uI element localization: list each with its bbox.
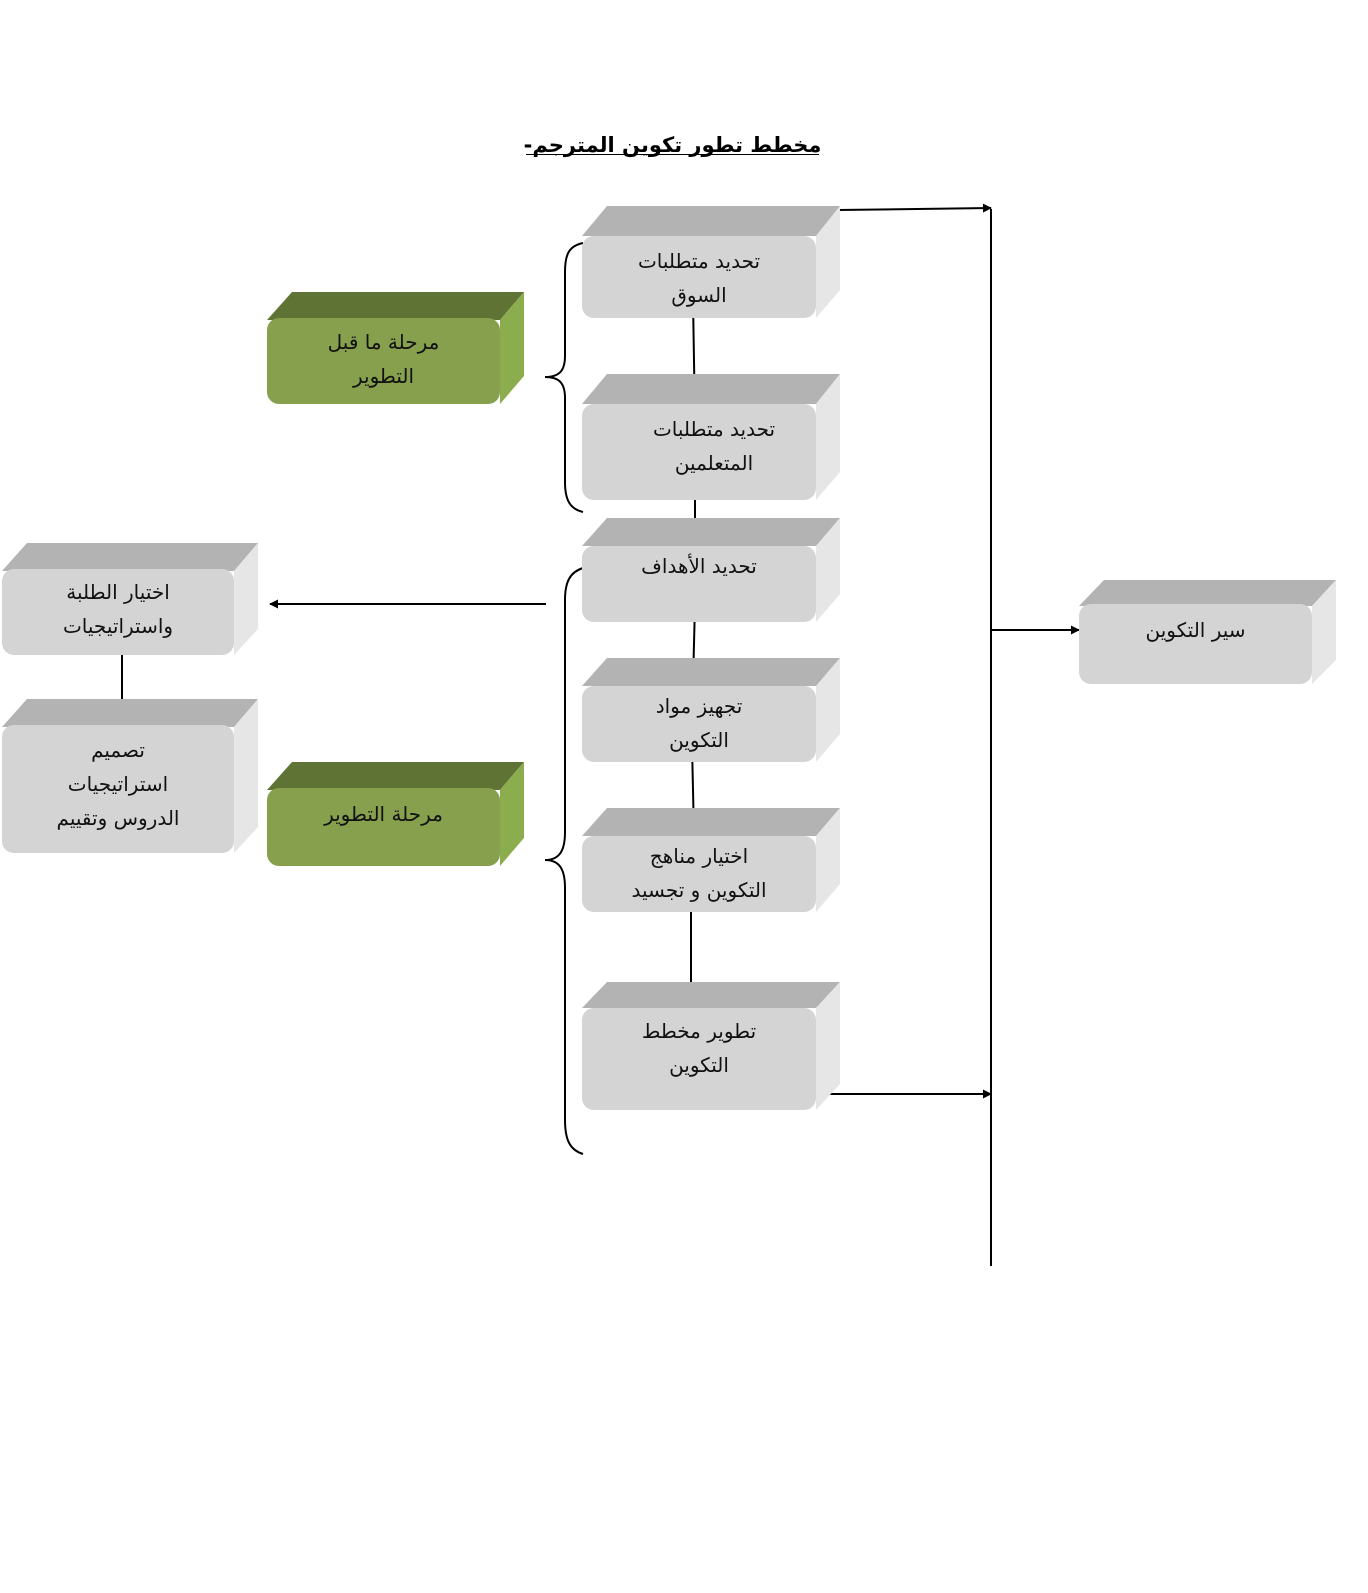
step-plan-label: تطوير مخطط التكوين — [641, 1019, 757, 1077]
step-objectives-label: تحديد الأهداف — [641, 554, 757, 578]
step-learner-requirements-label: تحديد متطلبات المتعلمين — [652, 417, 776, 475]
brace-pre-development — [544, 242, 584, 513]
step-curricula-label: اختيار مناهج التكوين و تجسيد — [631, 844, 767, 902]
phase-development: مرحلة التطوير — [267, 762, 524, 868]
block-shape — [582, 206, 840, 318]
block-shape — [582, 982, 840, 1110]
diagram-title: مخطط تطور تكوين المترجم- — [520, 128, 825, 162]
step-lesson-design: تصميم استراتيجيات الدروس وتقييم — [2, 699, 258, 855]
block-shape — [2, 699, 258, 853]
step-lesson-design-label: تصميم استراتيجيات الدروس وتقييم — [56, 738, 180, 830]
step-materials: تجهيز مواد التكوين — [582, 658, 840, 764]
outcome-training-progress: سير التكوين — [1079, 580, 1336, 686]
step-market-requirements-label: تحديد متطلبات السوق — [637, 249, 761, 307]
block-shape — [582, 658, 840, 762]
step-market-requirements: تحديد متطلبات السوق — [582, 206, 840, 320]
step-learner-requirements: تحديد متطلبات المتعلمين — [582, 374, 840, 502]
block-shape — [582, 374, 840, 500]
outcome-training-progress-label: سير التكوين — [1145, 618, 1246, 642]
step-objectives: تحديد الأهداف — [582, 518, 840, 624]
step-materials-label: تجهيز مواد التكوين — [655, 694, 743, 752]
arrow-top-to-flow — [837, 203, 992, 213]
phase-development-label: مرحلة التطوير — [324, 802, 443, 826]
phase-pre-development: مرحلة ما قبل التطوير — [267, 292, 524, 406]
title-underline — [526, 154, 819, 155]
step-curricula: اختيار مناهج التكوين و تجسيد — [582, 808, 840, 914]
block-shape — [582, 518, 840, 622]
block-shape — [2, 543, 258, 655]
phase-shape — [267, 292, 524, 404]
step-students-strategies-label: اختيار الطلبة واستراتيجيات — [62, 580, 174, 638]
brace-development — [544, 567, 584, 1155]
step-plan: تطوير مخطط التكوين — [582, 982, 840, 1112]
block-shape — [582, 808, 840, 912]
title-dash: - — [523, 133, 533, 157]
block-shape — [1079, 580, 1336, 684]
diagram-title-text: مخطط تطور تكوين المترجم — [532, 133, 822, 157]
step-students-strategies: اختيار الطلبة واستراتيجيات — [2, 543, 258, 657]
phase-shape — [267, 762, 524, 866]
phase-pre-development-label: مرحلة ما قبل التطوير — [327, 330, 440, 388]
